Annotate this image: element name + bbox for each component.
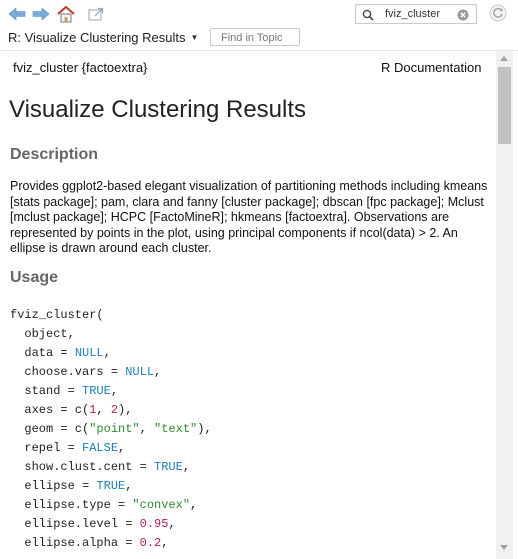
code-token: "convex" bbox=[132, 498, 191, 512]
code-token: "point" bbox=[89, 422, 140, 436]
code-token: , bbox=[182, 460, 191, 474]
arrow-right-icon[interactable] bbox=[31, 4, 51, 24]
code-token: , bbox=[168, 517, 176, 531]
doc-header-right: R Documentation bbox=[381, 60, 482, 75]
vertical-scrollbar[interactable] bbox=[496, 51, 513, 559]
help-search-box[interactable]: fviz_cluster bbox=[355, 4, 477, 24]
code-token: data = bbox=[10, 346, 75, 360]
code-line: show.clust.cent = TRUE, bbox=[10, 458, 212, 477]
help-content: fviz_cluster {factoextra} R Documentatio… bbox=[0, 51, 496, 559]
code-line: object, bbox=[10, 325, 212, 344]
code-line: data = NULL, bbox=[10, 344, 212, 363]
scrollbar-thumb[interactable] bbox=[498, 67, 511, 144]
code-line: geom = c("point", "text"), bbox=[10, 420, 212, 439]
code-line: fviz_cluster( bbox=[10, 306, 212, 325]
caret-down-icon: ▼ bbox=[190, 33, 199, 42]
scroll-up-arrow-icon[interactable] bbox=[500, 56, 508, 61]
code-token: 2 bbox=[110, 403, 119, 417]
code-token: , bbox=[190, 498, 198, 512]
section-heading-description: Description bbox=[10, 146, 99, 163]
find-in-topic-input[interactable] bbox=[210, 28, 300, 46]
page-title: Visualize Clustering Results bbox=[9, 96, 307, 123]
code-line: repel = FALSE, bbox=[10, 439, 212, 458]
code-token: 0.95 bbox=[139, 517, 169, 531]
code-token: show.clust.cent = bbox=[10, 460, 155, 474]
code-token: ), bbox=[197, 422, 212, 436]
code-line: choose.vars = NULL, bbox=[10, 363, 212, 382]
code-token: , bbox=[154, 365, 162, 379]
code-line: ellipse = TRUE, bbox=[10, 477, 212, 496]
clear-icon[interactable] bbox=[457, 8, 469, 26]
help-search-input[interactable]: fviz_cluster bbox=[385, 8, 441, 20]
code-token: , bbox=[103, 346, 111, 360]
help-toolbar: fviz_cluster bbox=[0, 0, 518, 29]
section-heading-usage: Usage bbox=[10, 269, 59, 286]
code-token: , bbox=[139, 422, 155, 436]
code-token: ), bbox=[118, 403, 133, 417]
code-token: 0.2 bbox=[139, 536, 162, 550]
code-token: TRUE bbox=[82, 384, 111, 398]
code-token: ellipse.level = bbox=[10, 517, 140, 531]
topic-title: R: Visualize Clustering Results bbox=[8, 30, 186, 45]
code-line: ellipse.type = "convex", bbox=[10, 496, 212, 515]
code-token: , bbox=[118, 441, 126, 455]
arrow-left-icon[interactable] bbox=[7, 4, 27, 24]
code-token: NULL bbox=[125, 365, 155, 379]
code-token: "text" bbox=[154, 422, 198, 436]
code-token: 1 bbox=[89, 403, 97, 417]
code-token: TRUE bbox=[154, 460, 183, 474]
code-token: ellipse.alpha = bbox=[10, 536, 140, 550]
doc-header-left: fviz_cluster {factoextra} bbox=[13, 60, 148, 75]
code-line: axes = c(1, 2), bbox=[10, 401, 212, 420]
code-line: ellipse.level = 0.95, bbox=[10, 515, 212, 534]
code-token: object, bbox=[10, 327, 75, 341]
code-token: geom = c( bbox=[10, 422, 90, 436]
code-token: repel = bbox=[10, 441, 83, 455]
code-token: , bbox=[125, 479, 133, 493]
code-token: NULL bbox=[74, 346, 104, 360]
description-text: Provides ggplot2-based elegant visualiza… bbox=[10, 179, 488, 255]
code-line: stand = TRUE, bbox=[10, 382, 212, 401]
code-token: fviz_cluster( bbox=[10, 308, 104, 322]
scroll-down-arrow-icon[interactable] bbox=[500, 545, 508, 550]
code-token: ellipse.type = bbox=[10, 498, 133, 512]
topic-bar: R: Visualize Clustering Results ▼ bbox=[0, 28, 518, 51]
code-line: ellipse.alpha = 0.2, bbox=[10, 534, 212, 553]
code-token: choose.vars = bbox=[10, 365, 126, 379]
show-in-new-window-icon[interactable] bbox=[86, 4, 106, 24]
search-icon bbox=[362, 8, 374, 26]
topic-dropdown[interactable]: R: Visualize Clustering Results ▼ bbox=[8, 30, 198, 45]
refresh-icon[interactable] bbox=[489, 4, 507, 27]
code-token: , bbox=[161, 536, 169, 550]
code-token: TRUE bbox=[96, 479, 126, 493]
code-token: FALSE bbox=[82, 441, 119, 455]
code-token: axes = c( bbox=[10, 403, 90, 417]
code-token: , bbox=[96, 403, 111, 417]
code-token: stand = bbox=[10, 384, 83, 398]
home-icon[interactable] bbox=[56, 4, 76, 24]
code-token: ellipse = bbox=[10, 479, 97, 493]
usage-code-block: fviz_cluster( object, data = NULL, choos… bbox=[10, 306, 212, 553]
code-token: , bbox=[110, 384, 119, 398]
